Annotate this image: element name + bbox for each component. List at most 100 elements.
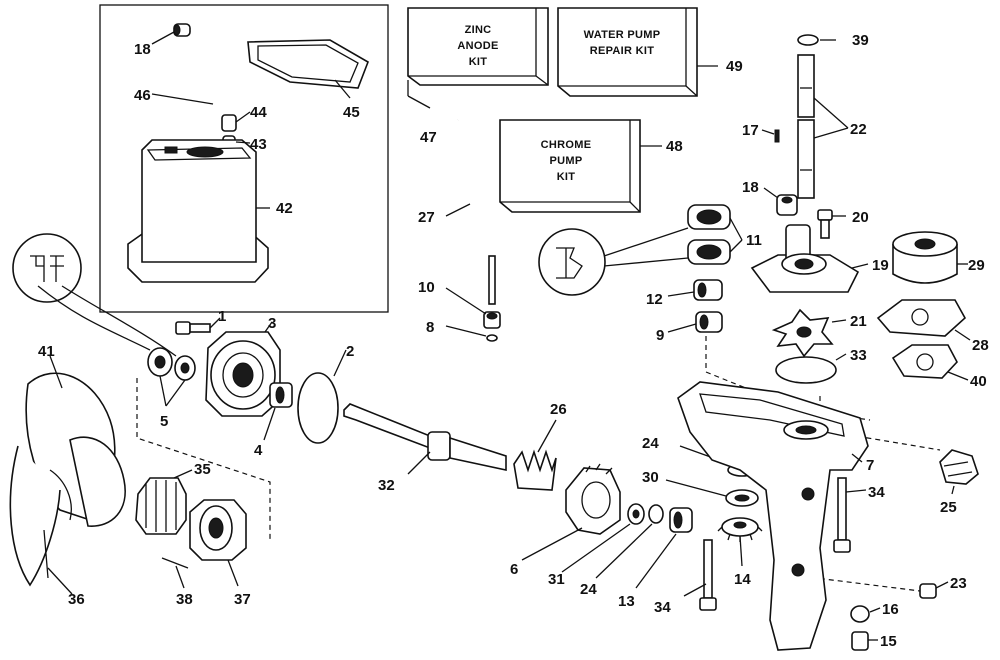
callout-24-lower: 24 bbox=[580, 581, 597, 598]
callout-19: 19 bbox=[872, 257, 889, 274]
callout-21: 21 bbox=[850, 313, 867, 330]
part-36-cotter-pin bbox=[43, 529, 49, 579]
callout-2: 2 bbox=[346, 343, 354, 360]
callout-8: 8 bbox=[426, 319, 434, 336]
part-28-plate bbox=[876, 299, 967, 337]
part-45-gasket bbox=[247, 39, 369, 89]
zinc-kit-label-line1: ZINC bbox=[465, 24, 492, 36]
part-34-stud-lower bbox=[699, 539, 717, 611]
callout-38: 38 bbox=[176, 591, 193, 608]
part-12-bearing bbox=[693, 279, 723, 301]
part-11-bearings bbox=[687, 204, 731, 265]
callout-45: 45 bbox=[343, 104, 360, 121]
callout-16: 16 bbox=[882, 601, 899, 618]
water-pump-repair-kit-box bbox=[557, 7, 718, 97]
callout-1: 1 bbox=[218, 308, 226, 325]
callout-35: 35 bbox=[194, 461, 211, 478]
part-44-bushing bbox=[221, 114, 237, 132]
callout-34: 34 bbox=[868, 484, 885, 501]
callout-32: 32 bbox=[378, 477, 395, 494]
callout-10: 10 bbox=[418, 279, 435, 296]
callout-44: 44 bbox=[250, 104, 267, 121]
callout-4: 4 bbox=[254, 442, 263, 459]
part-46-tube bbox=[198, 33, 217, 148]
part-34-stud-upper bbox=[833, 477, 851, 553]
callout-43: 43 bbox=[250, 136, 267, 153]
part-29-cup bbox=[892, 231, 958, 284]
callout-39: 39 bbox=[852, 32, 869, 49]
callout-26: 26 bbox=[550, 401, 567, 418]
part-21-impeller bbox=[771, 308, 834, 358]
chrome-pump-kit-box bbox=[499, 119, 662, 213]
part-6-forward-gear bbox=[565, 463, 621, 535]
part-26-spring bbox=[513, 449, 557, 491]
callout-17: 17 bbox=[742, 122, 759, 139]
callout-9: 9 bbox=[656, 327, 664, 344]
callout-36: 36 bbox=[68, 591, 85, 608]
callout-5: 5 bbox=[160, 413, 168, 430]
callout-41: 41 bbox=[38, 343, 55, 360]
part-7-gearcase bbox=[677, 381, 869, 651]
part-42-exhaust-housing bbox=[127, 139, 269, 283]
callout-48: 48 bbox=[666, 138, 683, 155]
part-17-pin bbox=[774, 129, 780, 143]
zinc-kit-label-line2: ANODE bbox=[457, 40, 498, 52]
part-16-washer bbox=[850, 605, 870, 623]
alignment-dash-left bbox=[136, 378, 271, 540]
callout-25: 25 bbox=[940, 499, 957, 516]
callout-6: 6 bbox=[510, 561, 518, 578]
callout-40: 40 bbox=[970, 373, 987, 390]
callout-7: 7 bbox=[866, 457, 874, 474]
callout-22: 22 bbox=[850, 121, 867, 138]
callout-46: 46 bbox=[134, 87, 151, 104]
callout-14: 14 bbox=[734, 571, 751, 588]
inset-panel bbox=[99, 4, 389, 313]
zinc-kit-label-line3: KIT bbox=[469, 56, 488, 68]
part-27-shift-rod bbox=[457, 116, 496, 305]
part-33-o-ring bbox=[775, 356, 837, 384]
part-41-propeller bbox=[9, 372, 126, 587]
water-kit-label-line1: WATER PUMP bbox=[584, 29, 661, 41]
part-3-bearing-housing bbox=[205, 331, 281, 417]
part-35-thrust-hub bbox=[135, 477, 187, 535]
callout-20: 20 bbox=[852, 209, 869, 226]
callout-33: 33 bbox=[850, 347, 867, 364]
callout-12: 12 bbox=[646, 291, 663, 308]
part-24-shim-lower bbox=[648, 504, 664, 524]
callout-34-lower: 34 bbox=[654, 599, 671, 616]
seal-section-view bbox=[538, 227, 689, 296]
part-19-pump-housing bbox=[750, 224, 860, 293]
part-23-drain-screw bbox=[919, 583, 937, 599]
part-38-pin bbox=[161, 557, 189, 569]
callout-18: 18 bbox=[134, 41, 151, 58]
part-18-grommet-b bbox=[776, 194, 798, 216]
chrome-kit-label-line1: CHROME bbox=[541, 139, 592, 151]
callout-23: 23 bbox=[950, 575, 967, 592]
part-31-washer bbox=[627, 503, 645, 525]
part-30-thrust-washer bbox=[725, 489, 759, 507]
callout-18-lower: 18 bbox=[742, 179, 759, 196]
part-1-screw bbox=[175, 321, 211, 335]
part-22-driveshaft bbox=[797, 54, 815, 199]
callout-15: 15 bbox=[880, 633, 897, 650]
part-18-grommet bbox=[173, 23, 191, 37]
part-9-bearing bbox=[695, 311, 723, 333]
callout-24: 24 bbox=[642, 435, 659, 452]
part-39-o-ring bbox=[797, 34, 819, 46]
chrome-kit-label-line3: KIT bbox=[557, 171, 576, 183]
part-15-screw bbox=[851, 631, 869, 651]
callout-11: 11 bbox=[746, 232, 762, 249]
callout-29: 29 bbox=[968, 257, 985, 274]
part-10-grommet bbox=[483, 311, 501, 329]
callout-37: 37 bbox=[234, 591, 251, 608]
part-2-o-ring bbox=[297, 372, 339, 444]
part-40-gasket bbox=[891, 344, 958, 379]
alignment-dash-lower bbox=[799, 560, 929, 593]
seal-detail-circle bbox=[12, 233, 177, 357]
callout-49: 49 bbox=[726, 58, 743, 75]
water-kit-label-line2: REPAIR KIT bbox=[590, 45, 655, 57]
part-4-bearing bbox=[269, 382, 293, 408]
chrome-kit-label-line2: PUMP bbox=[550, 155, 583, 167]
callout-13: 13 bbox=[618, 593, 635, 610]
